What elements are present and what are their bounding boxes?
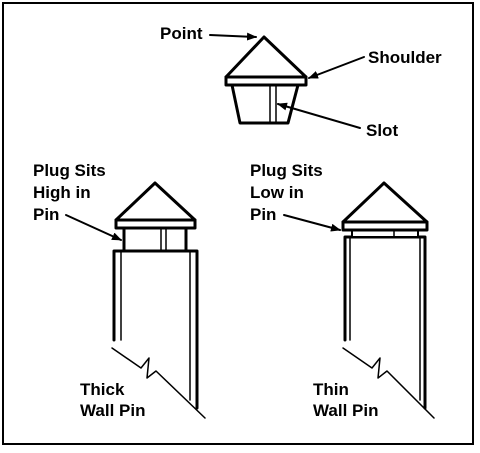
thick-plug-point	[114, 181, 197, 222]
arrow-plug-high	[65, 214, 122, 241]
label-slot: Slot	[366, 121, 398, 140]
arrow-shoulder	[308, 56, 365, 79]
label-thick-line1: Thick	[80, 380, 125, 399]
label-thin-line1: Thin	[313, 380, 349, 399]
thick-plug-body	[122, 226, 188, 253]
label-low-line2: Low in	[250, 183, 304, 202]
thick-pin-break-line	[111, 347, 206, 419]
arrow-slot	[277, 102, 361, 129]
thin-wall-pin	[341, 181, 435, 419]
label-low-line1: Plug Sits	[250, 161, 323, 180]
label-low-line3: Pin	[250, 205, 276, 224]
label-shoulder: Shoulder	[368, 48, 442, 67]
label-high-line3: Pin	[33, 205, 59, 224]
arrow-plug-low	[283, 214, 341, 232]
label-thin-line2: Wall Pin	[313, 401, 379, 420]
top-plug	[224, 35, 308, 125]
label-thick-line2: Wall Pin	[80, 401, 146, 420]
arrow-point	[209, 32, 257, 41]
thin-pin-break-line	[342, 347, 435, 419]
label-high-line1: Plug Sits	[33, 161, 106, 180]
label-point: Point	[160, 24, 203, 43]
plug-body	[230, 83, 300, 125]
label-high-line2: High in	[33, 183, 91, 202]
thin-plug-point	[341, 181, 429, 224]
thick-wall-pin	[111, 181, 206, 419]
